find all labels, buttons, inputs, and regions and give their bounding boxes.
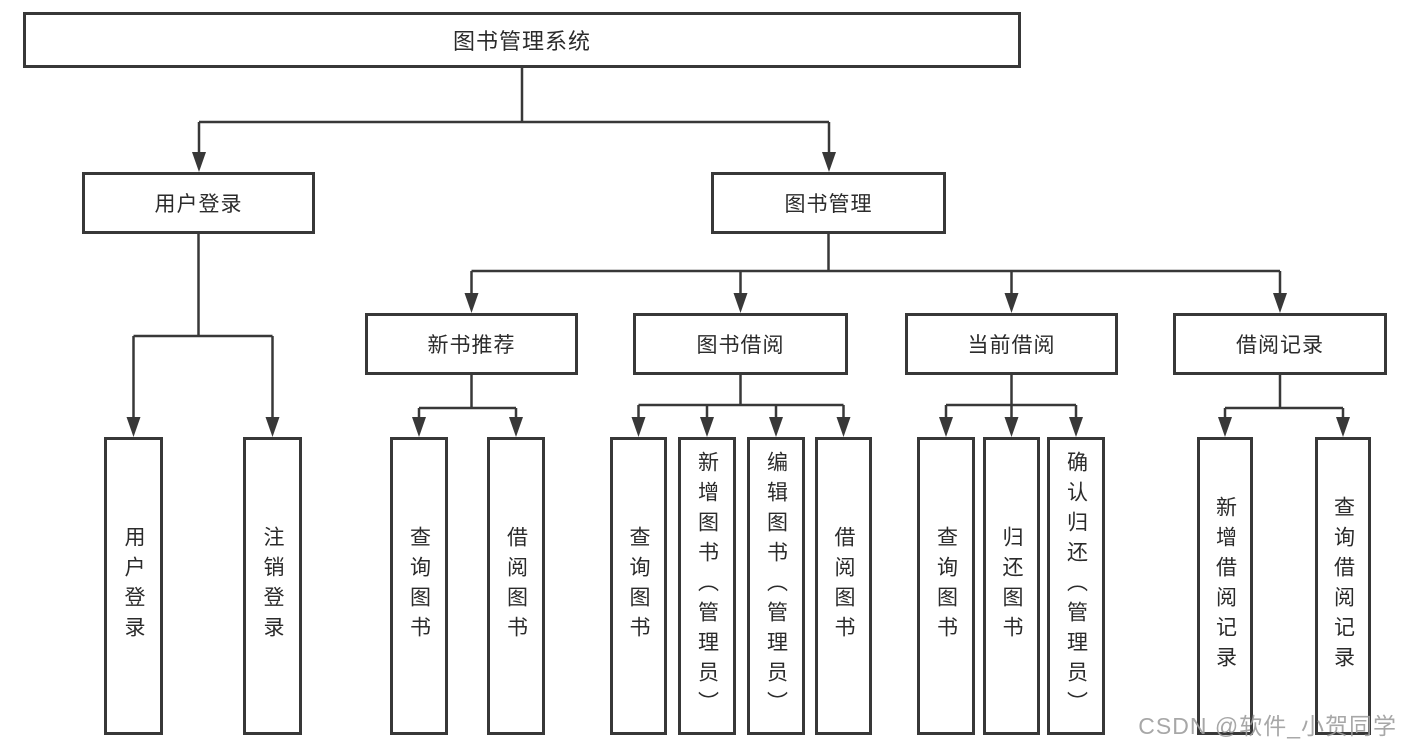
node-label: 新增图书（管理员） — [695, 451, 719, 721]
node-label: 查询图书 — [934, 526, 958, 646]
node-label: 确认归还（管理员） — [1064, 451, 1088, 721]
node-label: 编辑图书（管理员） — [764, 451, 788, 721]
leaf-add-borrow-record: 新增借阅记录 — [1197, 437, 1253, 735]
node-label: 查询图书 — [627, 526, 650, 646]
node-label: 图书借阅 — [696, 334, 785, 357]
node-label: 新增借阅记录 — [1213, 496, 1237, 676]
node-label: 用户登录 — [122, 526, 145, 646]
tree-edges — [132, 68, 1345, 419]
leaf-query-borrow-record: 查询借阅记录 — [1315, 437, 1371, 735]
node-book-management: 图书管理 — [711, 172, 946, 234]
node-label: 查询借阅记录 — [1331, 496, 1355, 676]
leaf-query-books: 查询图书 — [390, 437, 448, 735]
node-book-borrowing: 图书借阅 — [633, 313, 848, 375]
leaf-query-books: 查询图书 — [917, 437, 975, 735]
node-new-book-recommend: 新书推荐 — [365, 313, 578, 375]
node-current-borrowing: 当前借阅 — [905, 313, 1118, 375]
node-label: 当前借阅 — [967, 334, 1056, 357]
node-label: 归还图书 — [1000, 526, 1023, 646]
node-label: 注销登录 — [261, 526, 284, 646]
leaf-query-books: 查询图书 — [610, 437, 667, 735]
node-label: 查询图书 — [407, 526, 431, 646]
leaf-borrow-books: 借阅图书 — [815, 437, 872, 735]
node-label: 借阅图书 — [832, 526, 855, 646]
leaf-return-books: 归还图书 — [983, 437, 1040, 735]
arrowheads — [126, 152, 1350, 437]
leaf-logout: 注销登录 — [243, 437, 302, 735]
node-label: 借阅图书 — [504, 526, 528, 646]
node-library-management-system: 图书管理系统 — [23, 12, 1021, 68]
leaf-edit-books-admin: 编辑图书（管理员） — [747, 437, 805, 735]
csdn-watermark: CSDN @软件_小贺同学 — [1138, 713, 1397, 739]
leaf-borrow-books: 借阅图书 — [487, 437, 545, 735]
leaf-user-login: 用户登录 — [104, 437, 163, 735]
node-label: 图书管理系统 — [452, 29, 591, 54]
leaf-confirm-return-admin: 确认归还（管理员） — [1047, 437, 1105, 735]
leaf-add-books-admin: 新增图书（管理员） — [678, 437, 736, 735]
node-label: 图书管理 — [784, 193, 873, 216]
node-borrowing-records: 借阅记录 — [1173, 313, 1387, 375]
node-label: 新书推荐 — [427, 334, 516, 357]
node-label: 用户登录 — [154, 193, 243, 216]
node-user-login: 用户登录 — [82, 172, 315, 234]
node-label: 借阅记录 — [1236, 334, 1324, 357]
